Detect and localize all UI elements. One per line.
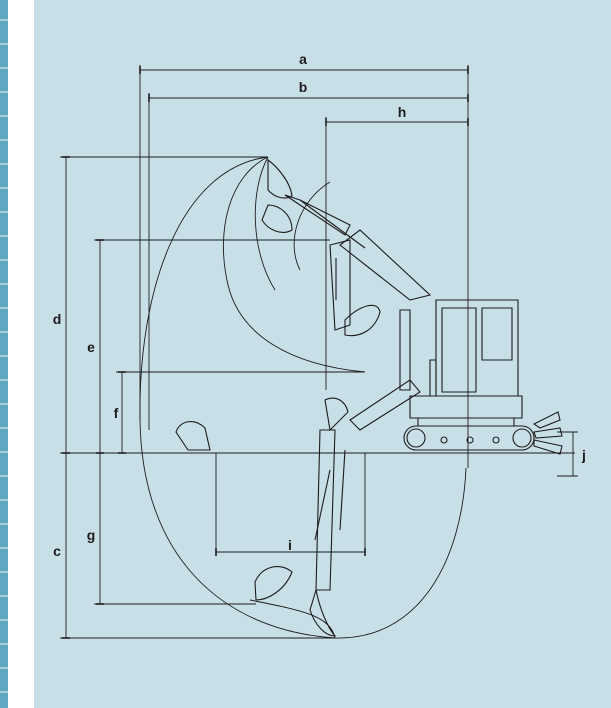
label-c: c — [53, 543, 61, 559]
label-j: j — [581, 447, 586, 463]
dimension-ticks — [62, 66, 469, 639]
label-h: h — [398, 104, 407, 120]
arm-positions — [175, 158, 432, 637]
label-d: d — [53, 311, 62, 327]
label-b: b — [299, 79, 308, 95]
reach-envelope — [139, 156, 467, 639]
dimension-labels: a b h d e f g c i j — [53, 51, 586, 559]
mini-excavator-side-view-icon — [399, 299, 563, 455]
diagram-panel: a b h d e f g c i j — [34, 0, 611, 708]
label-i: i — [288, 537, 292, 553]
label-g: g — [87, 527, 96, 543]
label-e: e — [87, 339, 95, 355]
side-stripe — [0, 0, 8, 708]
label-f: f — [114, 405, 119, 421]
label-a: a — [299, 51, 307, 67]
dimension-lines — [60, 65, 578, 639]
